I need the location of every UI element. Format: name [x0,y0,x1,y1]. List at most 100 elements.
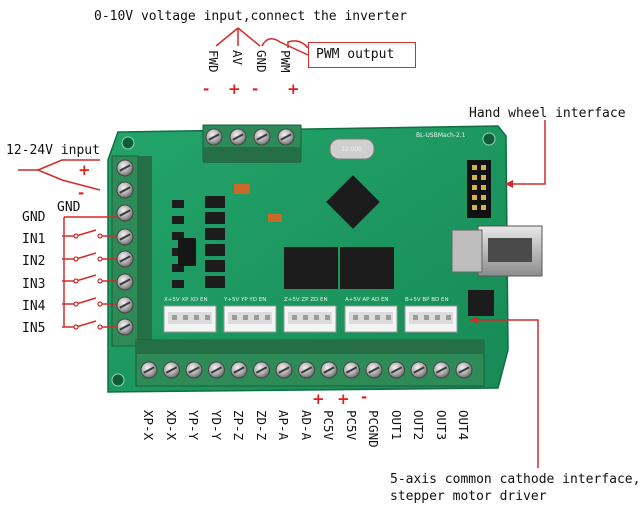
wire-line [470,319,539,468]
wire-line [287,40,309,49]
bottom-terminal-label: PC5V [321,410,336,441]
silkscreen-text: X+5V XP XD EN [164,297,208,303]
hand-wheel-label: Hand wheel interface [469,106,626,121]
bottom-terminal-label: XP-X [141,410,156,441]
bottom-terminal-label: ZD-Z [253,410,269,441]
wire-line [75,252,97,260]
board-illustration [18,27,546,468]
terminal-screw [275,361,293,379]
optocoupler [205,244,225,256]
polarity-sign: + [78,161,91,179]
left-terminal-label: IN1 [22,232,46,247]
left-terminal-label: IN5 [22,321,46,336]
terminal-screw [116,204,134,222]
driver-ic [284,247,338,289]
terminal-screw [410,361,428,379]
terminal-screw [208,361,225,379]
polarity-sign: + [312,390,325,408]
polarity-sign: + [337,390,350,408]
silkscreen-text: 12.000 [341,146,362,153]
terminal-screw [253,361,270,379]
silkscreen-text: B+5V BP BD EN [405,297,449,303]
terminal-screw [433,361,450,379]
axis-header-connector [404,305,458,333]
bottom-terminal-label: AP-A [276,410,291,441]
optocoupler [205,276,225,288]
optocoupler [205,196,225,208]
wiring-diagram: 0-10V voltage input,connect the inverter… [6,9,640,504]
terminal-screw [277,128,295,146]
top-terminal-label: AV [230,50,245,66]
axis-header-connector [283,305,337,333]
polarity-sign: - [252,80,259,98]
wire-line [75,274,97,282]
motor-driver-label-line1: 5-axis common cathode interface, [390,472,640,487]
silkscreen-text: BL-USBMach-2.1 [416,132,466,139]
wire-line [75,297,97,305]
bottom-terminal-label: AD-A [298,410,314,441]
terminal-screw [116,181,134,199]
axis-header-connector [163,305,217,333]
bottom-terminal-label: OUT2 [411,410,426,441]
left-terminal-label: IN3 [22,277,46,292]
left-terminal-label: IN4 [22,299,46,314]
bottom-terminal-label: PC5V [343,410,359,441]
terminal-screw [343,361,360,379]
terminal-screw [116,159,134,177]
silkscreen-text: Y+5V YP YD EN [224,297,267,303]
bottom-terminal-label: PCGND [366,410,381,448]
hand-wheel-header [467,160,491,218]
terminal-screw [116,250,134,268]
bottom-terminal-label: XD-X [163,410,179,441]
wire-line [261,38,309,56]
terminal-screw [140,361,158,379]
terminal-screw [388,361,405,379]
axis-header-connector [344,305,398,333]
optocoupler [172,232,184,240]
top-terminal-label: FWD [206,50,221,73]
polarity-sign: - [203,80,210,98]
mount-hole [111,373,125,387]
terminal-screw [320,361,338,379]
motor-driver-label-line2: stepper motor driver [390,489,547,504]
left-terminal-label: IN2 [22,254,46,269]
silkscreen-text: A+5V AP AD EN [345,297,389,303]
bottom-terminal-label: YD-Y [208,410,224,441]
optocoupler [205,212,225,224]
wire-line [75,320,97,328]
terminal-screw [185,361,203,379]
voltage-input-label: 0-10V voltage input,connect the inverter [94,9,408,24]
optocoupler [205,228,225,240]
terminal-screw [365,361,383,379]
polarity-sign: + [287,80,300,98]
axis-header-connector [223,305,277,333]
wire-line [36,159,63,181]
terminal-screw [116,273,134,291]
bottom-terminal-label: OUT1 [388,410,404,441]
left-terminal-label: GND [22,210,46,225]
wire-line [61,179,101,191]
optocoupler [205,260,225,272]
terminal-screw [253,128,271,146]
optocoupler [172,280,184,288]
optocoupler [172,200,184,208]
terminal-screw [205,128,223,146]
terminal-screw [116,296,134,314]
bottom-terminal-label: OUT4 [456,410,471,441]
mount-hole [482,132,496,146]
wire-line [75,229,97,237]
power-input-label: 12-24V input [6,143,100,158]
top-terminal-label: GND [254,50,269,73]
polarity-sign: + [228,80,241,98]
terminal-screw [116,318,134,336]
optocoupler [172,216,184,224]
wire-line [237,27,261,47]
usb-connector [451,225,543,277]
bottom-terminal-label: ZP-Z [231,410,246,441]
silkscreen-text: Z+5V ZP ZD EN [284,297,328,303]
terminal-screw [116,228,134,246]
terminal-screw [455,361,473,379]
top-terminal-label: PWM [278,50,293,73]
terminal-screw [163,361,180,379]
driver-ic [340,247,394,289]
